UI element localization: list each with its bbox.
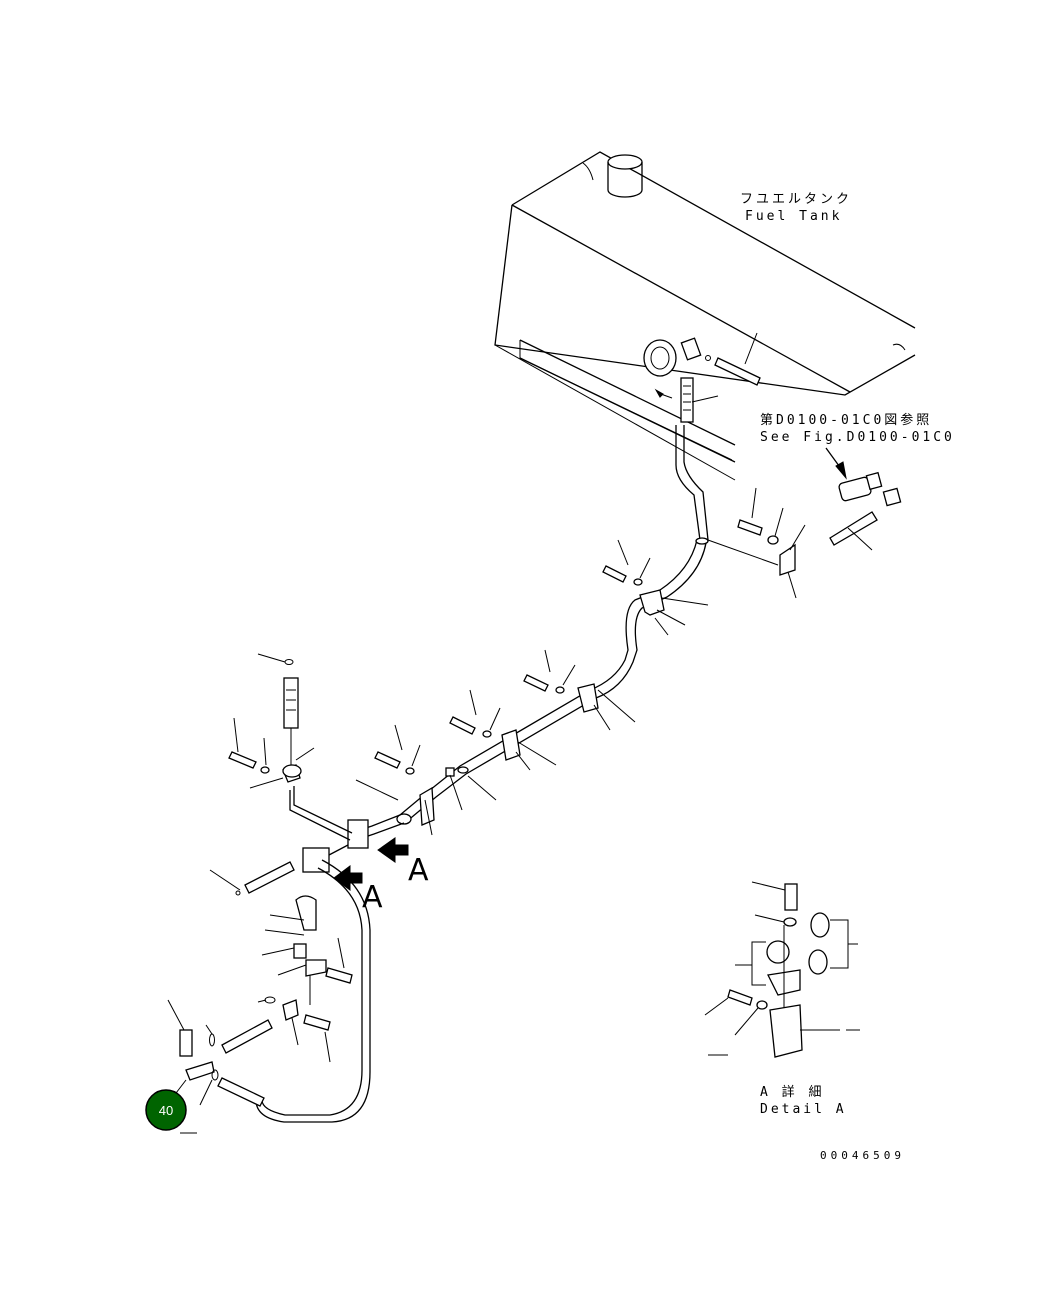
left-assembly [209,653,405,1123]
lower-fittings [167,895,353,1107]
fuel-filter-connector [737,447,902,599]
fuel-pipe [396,425,779,825]
fuel-tank-label-jp: フユエルタンク [740,192,852,207]
clamp-bolts [374,539,651,775]
view-a-label-1: A [408,853,429,888]
view-a-label-2: A [362,880,383,915]
pipe-clamps [419,589,709,836]
see-fig-label-jp: 第D0100-01C0図参照 [760,412,932,428]
view-arrows [333,837,409,891]
detail-a-assembly [704,881,860,1058]
detail-a-label-jp: A 詳 細 [760,1084,824,1100]
callout-badge[interactable]: 40 [145,1079,187,1131]
fuel-tank [494,151,916,481]
fuel-tank-label-en: Fuel Tank [745,209,842,224]
callout-number: 40 [159,1103,173,1118]
drawing-number: 00046509 [820,1149,905,1162]
detail-a-label-en: Detail A [760,1102,847,1117]
see-fig-label-en: See Fig.D0100-01C0 [760,430,955,445]
